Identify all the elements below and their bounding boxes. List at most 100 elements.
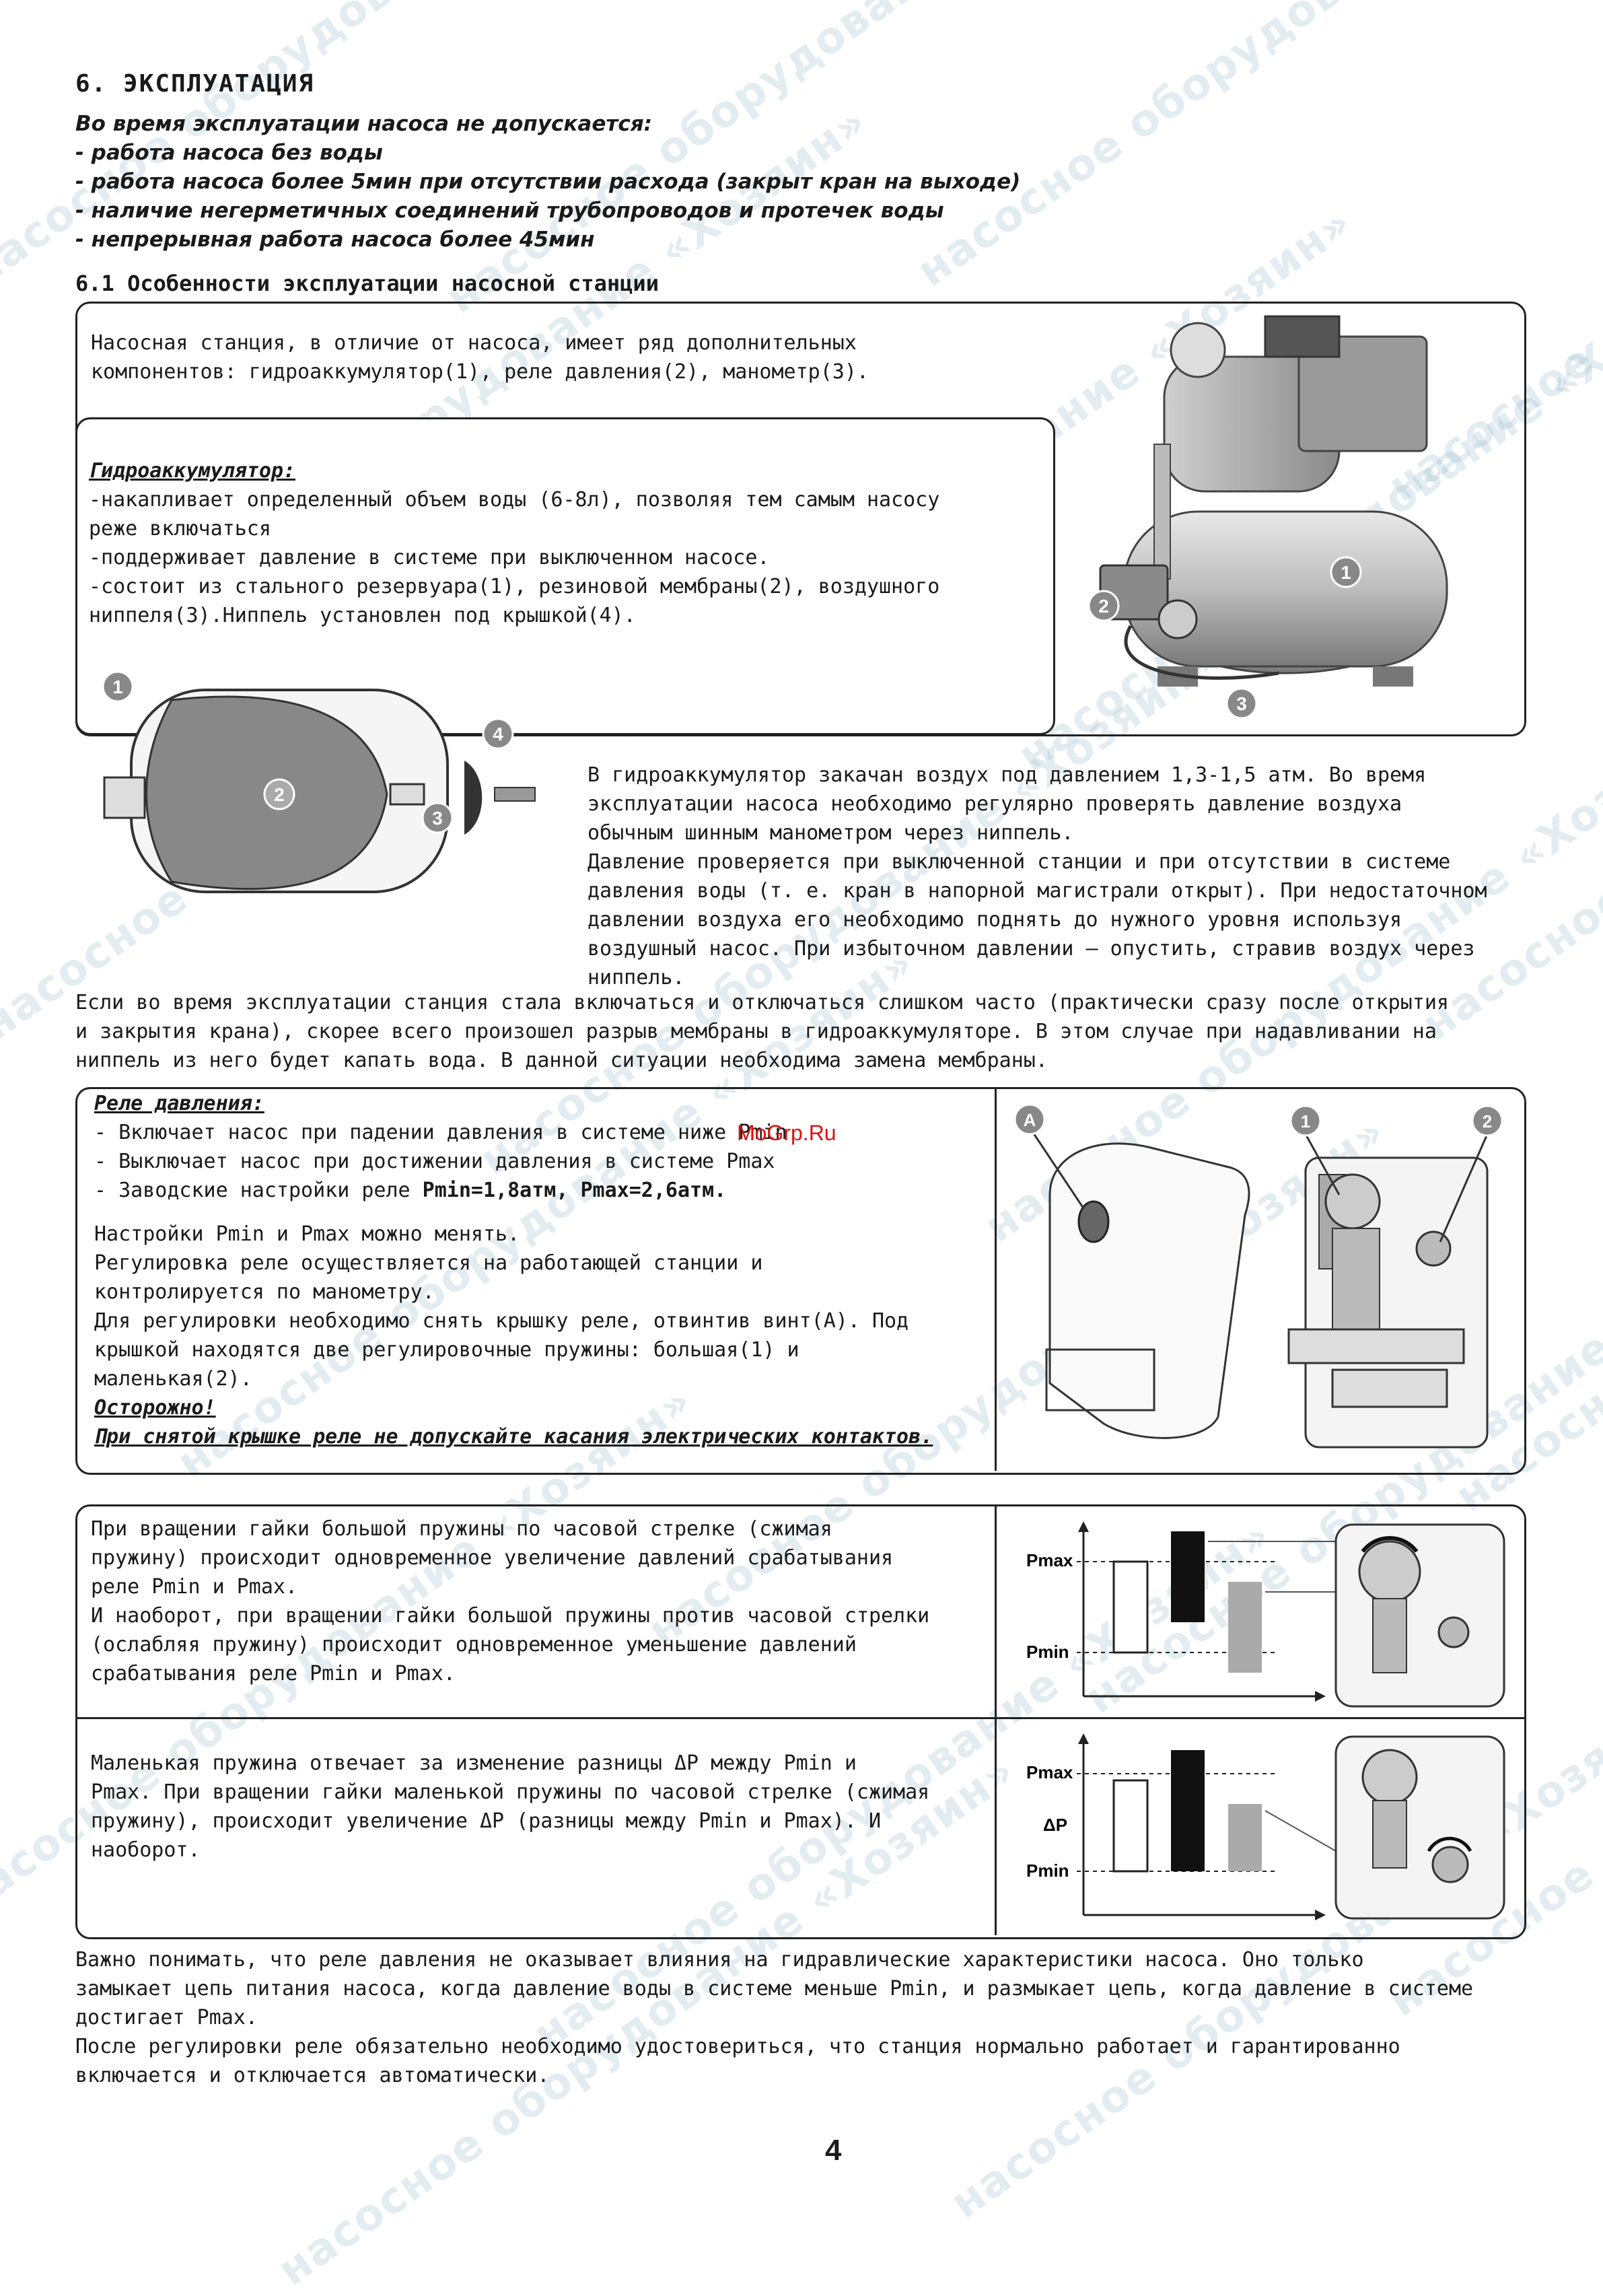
small-spring-text: Маленькая пружина отвечает за изменение …: [91, 1749, 972, 1865]
callout-badge: [421, 802, 454, 834]
callout-badge: [1289, 1105, 1322, 1137]
subsection-title: 6.1 Особенности эксплуатации насосной ст…: [75, 271, 659, 296]
large-spring-shape: [1358, 1540, 1421, 1603]
text-line: Настройки Pmin и Pmax можно менять.: [94, 1222, 520, 1246]
relay-base-shape: [1334, 1523, 1505, 1708]
pressure-bar: [1171, 1531, 1205, 1622]
page-number: 4: [825, 2134, 842, 2167]
text-line: - Включает насос при падении давления в …: [94, 1121, 787, 1144]
text-line: - Выключает насос при достижении давлени…: [94, 1150, 775, 1173]
relay-illustration: A 1 2: [1013, 1103, 1503, 1449]
text-line: И наоборот, при вращении гайки большой п…: [91, 1604, 930, 1628]
large-spring-diagram: Pmax Pmin: [1026, 1521, 1505, 1708]
callout-label: 1: [1301, 1111, 1310, 1132]
operation-warnings: Во время эксплуатации насоса не допускае…: [75, 110, 1020, 254]
text-line: срабатывания реле Pmin и Pmax.: [91, 1662, 456, 1685]
axis-label: ΔP: [1043, 1815, 1067, 1835]
closing-text: Важно понимать, что реле давления не ока…: [75, 1945, 1529, 2090]
text-line: -поддерживает давление в системе при вык…: [89, 546, 770, 569]
divider: [995, 1504, 997, 1935]
callout-label: 4: [493, 724, 503, 744]
callout-badge: [1471, 1105, 1503, 1137]
text-line: включается и отключается автоматически.: [75, 2064, 550, 2087]
text-line: контролируется по манометру.: [94, 1280, 435, 1304]
text-line: ниппель.: [587, 966, 685, 989]
small-spring-diagram: Pmax ΔP Pmin: [1026, 1733, 1505, 1920]
text-line: реле Pmin и Pmax.: [91, 1575, 298, 1599]
text-line: воздушный насос. При избыточном давлении…: [587, 937, 1475, 961]
divider: [995, 1087, 997, 1471]
text-line: При вращении гайки большой пружины по ча…: [91, 1517, 832, 1541]
text-line: реже включаться: [89, 517, 271, 541]
callout-label: 3: [1236, 693, 1247, 714]
callout-label: 2: [274, 784, 285, 805]
gauge-shape: [1157, 599, 1198, 639]
relay-heading: Реле давления:: [94, 1092, 264, 1115]
callout-label: A: [1024, 1110, 1036, 1130]
large-spring-shape: [1361, 1749, 1418, 1805]
text-line: Важно понимать, что реле давления не ока…: [75, 1948, 1364, 1972]
axis-label: Pmax: [1026, 1550, 1073, 1570]
accumulator-tank-illustration: 1 2 3 4: [102, 670, 536, 893]
spring-box: [75, 1504, 1526, 1939]
callout-badge: [1330, 556, 1362, 588]
callout-badge: [1088, 590, 1120, 622]
text-line: ниппель из него будет капать вода. В дан…: [75, 1049, 1048, 1072]
text-line: Давление проверяется при выключенной ста…: [587, 850, 1451, 874]
warning-line: - непрерывная работа насоса более 45мин: [75, 228, 595, 252]
axis-label: Pmin: [1026, 1642, 1069, 1662]
small-spring-shape: [1415, 1230, 1452, 1267]
text-line: -накапливает определенный объем воды (6-…: [89, 488, 940, 512]
text-line: замыкает цепь питания насоса, когда давл…: [75, 1977, 1474, 2001]
text-line: давления воды (т. е. кран в напорной маг…: [587, 879, 1487, 903]
factory-values: Pmin=1,8атм, Pmax=2,6атм.: [422, 1179, 727, 1202]
relay-cover-shape: [1048, 1142, 1250, 1439]
callout-label: 1: [1341, 562, 1351, 583]
air-pressure-text: В гидроаккумулятор закачан воздух под да…: [587, 761, 1526, 992]
caution-title: Осторожно!: [94, 1396, 216, 1420]
accumulator-box: [75, 417, 1055, 735]
factory-label: - Заводские настройки реле: [94, 1179, 423, 1202]
callout-badge: [482, 718, 514, 750]
pressure-bar: [1171, 1750, 1205, 1871]
text-line: давлении воздуха его необходимо поднять …: [587, 908, 1402, 932]
text-line: пружину), происходит увеличение ΔP (разн…: [91, 1809, 881, 1833]
text-line: пружину) происходит одновременное увелич…: [91, 1546, 894, 1570]
text-line: Для регулировки необходимо снять крышку …: [94, 1309, 909, 1333]
warning-line: - наличие негерметичных соединений трубо…: [75, 199, 944, 223]
text-line: -состоит из стального резервуара(1), рез…: [89, 575, 940, 598]
large-spring-text: При вращении гайки большой пружины по ча…: [91, 1515, 969, 1688]
callout-badge: [263, 778, 295, 810]
text-line: эксплуатации насоса необходимо регулярно…: [587, 792, 1402, 816]
pressure-bar: [1228, 1804, 1262, 1871]
callout-badge: [102, 670, 134, 703]
text-line: В гидроаккумулятор закачан воздух под да…: [587, 763, 1427, 787]
text-line: достигает Pmax.: [75, 2006, 258, 2029]
site-mark: MoGrp.Ru: [737, 1121, 836, 1145]
text-line: крышкой находятся две регулировочные пру…: [94, 1338, 799, 1362]
warning-line: Во время эксплуатации насоса не допускае…: [75, 112, 653, 136]
callout-badge: [1013, 1103, 1046, 1136]
callout-label: 1: [112, 676, 123, 697]
relay-base-shape: [1334, 1735, 1505, 1920]
callout-label: 3: [432, 808, 443, 829]
warning-line: - работа насоса без воды: [75, 141, 383, 165]
text-line: Pmax. При вращении гайки маленькой пружи…: [91, 1780, 930, 1804]
divider: [75, 1717, 1524, 1719]
caution-text: При снятой крышке реле не допускайте кас…: [94, 1425, 933, 1449]
accumulator-heading: Гидроаккумулятор:: [89, 459, 296, 483]
pressure-bar: [1112, 1779, 1149, 1873]
callout-label: 2: [1098, 596, 1109, 617]
large-spring-shape: [1324, 1173, 1381, 1230]
text-line: Если во время эксплуатации станция стала…: [75, 991, 1449, 1014]
motor-shape: [1297, 335, 1428, 452]
text-line: компонентов: гидроаккумулятор(1), реле д…: [91, 360, 869, 384]
pump-station-illustration: 1 2 3: [1088, 315, 1448, 720]
axis-label: Pmin: [1026, 1860, 1069, 1881]
membrane-text: Если во время эксплуатации станция стала…: [75, 988, 1529, 1075]
callout-badge: [1225, 687, 1258, 720]
text-line: обычным шинным манометром через ниппель.: [587, 821, 1074, 845]
relay-box: [75, 1087, 1526, 1475]
text-line: После регулировки реле обязательно необх…: [75, 2035, 1400, 2058]
text-line: наоборот.: [91, 1838, 201, 1862]
